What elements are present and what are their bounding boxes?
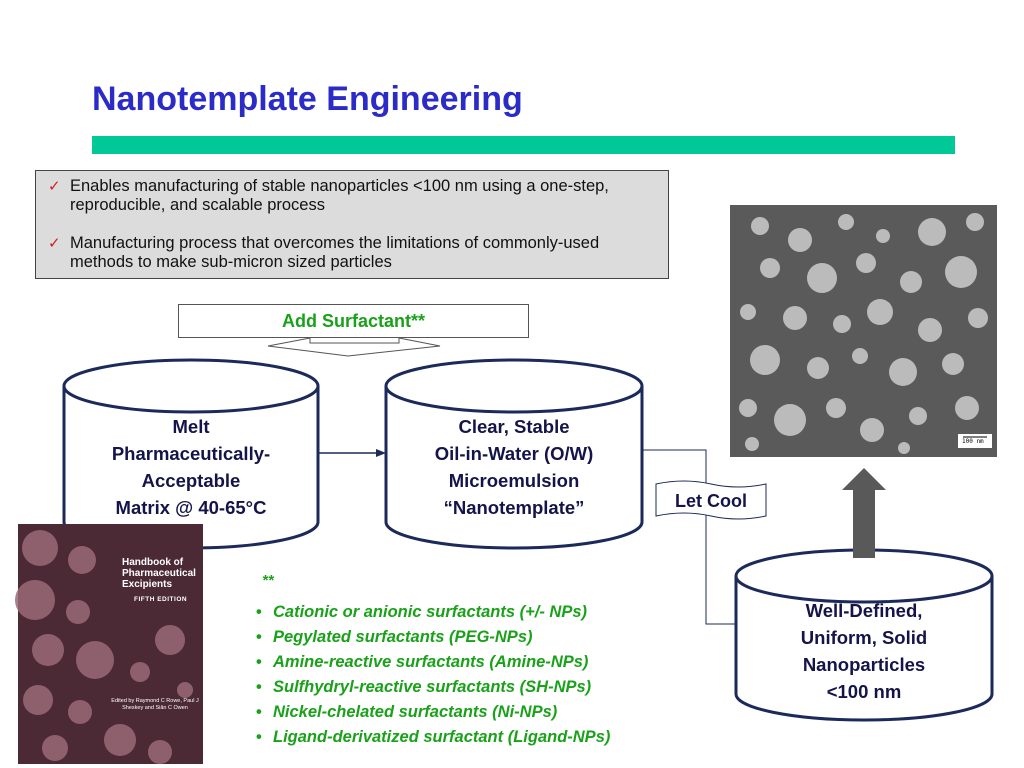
nanoparticles-line: Uniform, Solid — [800, 627, 928, 648]
surfactant-footnote-marker: ** — [262, 572, 274, 589]
melt-line: Melt — [172, 416, 210, 437]
list-item: • Cationic or anionic surfactants (+/- NP… — [256, 600, 610, 625]
surfactant-text: Nickel-chelated surfactants (Ni-NPs) — [273, 703, 558, 721]
nanoparticles-line: <100 nm — [826, 681, 902, 702]
book-editors: Edited by Raymond C Rowe, Paul J Sheskey… — [111, 698, 199, 711]
list-item: • Nickel-chelated surfactants (Ni-NPs) — [256, 700, 610, 725]
list-item: • Ligand-derivatized surfactant (Ligand-N… — [256, 725, 610, 750]
benefit-item: ✓ Enables manufacturing of stable nanopa… — [48, 177, 660, 215]
surfactant-text: Cationic or anionic surfactants (+/- NPs… — [273, 603, 588, 621]
checkmark-icon: ✓ — [48, 178, 61, 195]
cooling-connector — [642, 449, 736, 625]
book-title: Handbook of Pharmaceutical Excipients — [122, 557, 196, 590]
nanoparticles-cylinder — [734, 548, 994, 722]
melt-label: Melt Pharmaceutically- Acceptable Matrix… — [64, 413, 318, 521]
microemulsion-cylinder — [384, 358, 644, 550]
list-item: • Sulfhydryl-reactive surfactants (SH-NPs… — [256, 675, 610, 700]
surfactant-text: Amine-reactive surfactants (Amine-NPs) — [273, 653, 589, 671]
title-underline-bar — [92, 136, 955, 154]
surfactant-list: • Cationic or anionic surfactants (+/- NP… — [256, 600, 610, 750]
melt-line: Acceptable — [141, 470, 241, 491]
add-surfactant-label: Add Surfactant** — [178, 304, 529, 338]
melt-line: Pharmaceutically- — [111, 443, 271, 464]
bullet-icon: • — [256, 628, 262, 646]
microemulsion-line: Microemulsion — [448, 470, 580, 491]
nanoparticles-line: Well-Defined, — [805, 600, 923, 621]
microemulsion-label: Clear, Stable Oil-in-Water (O/W) Microem… — [386, 413, 642, 521]
handbook-cover-image — [15, 524, 203, 764]
bullet-icon: • — [256, 728, 262, 746]
list-item: • Pegylated surfactants (PEG-NPs) — [256, 625, 610, 650]
microemulsion-line: Clear, Stable — [458, 416, 570, 437]
bullet-icon: • — [256, 653, 262, 671]
add-surfactant-callout-arrow — [267, 337, 441, 357]
tem-micrograph — [730, 205, 997, 457]
microemulsion-line: “Nanotemplate” — [443, 497, 585, 518]
checkmark-icon: ✓ — [48, 235, 61, 252]
up-arrow-icon — [842, 468, 886, 558]
benefit-text: Manufacturing process that overcomes the… — [70, 234, 600, 271]
benefits-box: ✓ Enables manufacturing of stable nanopa… — [35, 170, 669, 279]
flow-arrow-melt-to-microemulsion — [318, 449, 386, 457]
microemulsion-line: Oil-in-Water (O/W) — [434, 443, 594, 464]
book-edition: FIFTH EDITION — [134, 596, 188, 603]
bullet-icon: • — [256, 678, 262, 696]
surfactant-text: Ligand-derivatized surfactant (Ligand-NP… — [273, 728, 611, 746]
let-cool-banner — [655, 480, 767, 520]
benefit-text: Enables manufacturing of stable nanopart… — [70, 177, 609, 214]
bullet-icon: • — [256, 603, 262, 621]
bullet-icon: • — [256, 703, 262, 721]
let-cool-label: Let Cool — [675, 491, 747, 511]
nanoparticles-label: Well-Defined, Uniform, Solid Nanoparticl… — [736, 597, 992, 705]
page-title: Nanotemplate Engineering — [92, 80, 523, 118]
melt-line: Matrix @ 40-65°C — [115, 497, 267, 518]
scale-bar-label: 100 nm — [962, 438, 984, 445]
surfactant-text: Sulfhydryl-reactive surfactants (SH-NPs) — [273, 678, 592, 696]
melt-cylinder — [62, 358, 320, 550]
list-item: • Amine-reactive surfactants (Amine-NPs) — [256, 650, 610, 675]
surfactant-text: Pegylated surfactants (PEG-NPs) — [273, 628, 533, 646]
nanoparticles-line: Nanoparticles — [802, 654, 926, 675]
benefit-item: ✓ Manufacturing process that overcomes t… — [48, 234, 660, 272]
